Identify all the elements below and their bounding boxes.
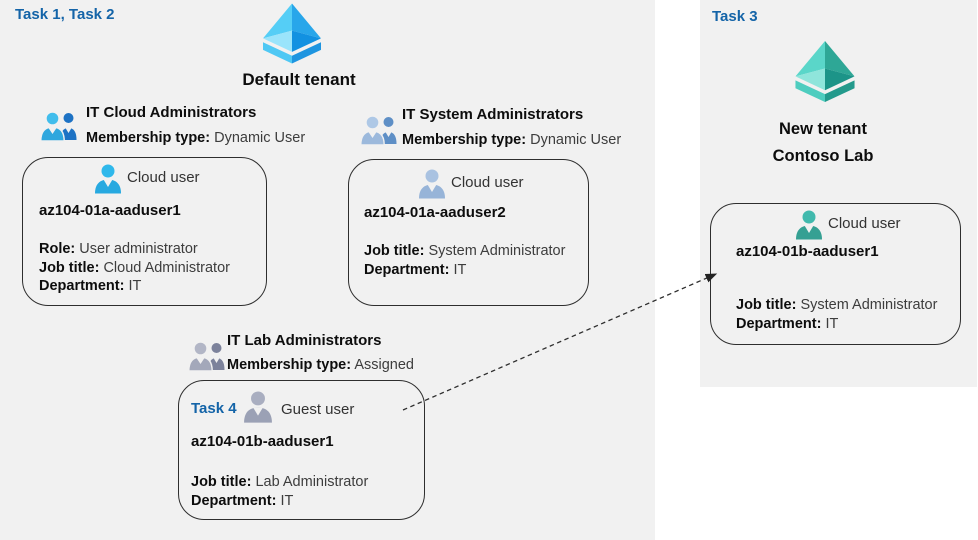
card-new-tenant-user: Cloud user az104-01b-aaduser1 Job title:…	[710, 203, 961, 345]
cloud-user-icon	[94, 163, 122, 194]
user-name: az104-01b-aaduser1	[191, 433, 334, 450]
azure-tenant-icon	[263, 3, 321, 64]
group-system-title: IT System Administrators	[402, 106, 584, 123]
user-type-label: Cloud user	[127, 169, 200, 186]
user-field-department: Department: IT	[191, 492, 294, 509]
user-name: az104-01a-aaduser2	[364, 204, 506, 221]
cloud-user-icon	[795, 209, 823, 240]
user-type-label: Cloud user	[451, 174, 524, 191]
user-name: az104-01b-aaduser1	[736, 243, 879, 260]
group-cloud-title: IT Cloud Administrators	[86, 104, 257, 121]
task-3-label: Task 3	[712, 8, 758, 25]
task-1-2-label: Task 1, Task 2	[15, 6, 115, 23]
group-lab-title: IT Lab Administrators	[227, 332, 382, 349]
membership-label: Membership type:	[402, 132, 527, 148]
user-type-label: Guest user	[281, 401, 355, 418]
user-type-label: Cloud user	[828, 215, 901, 232]
new-tenant-title-line1: New tenant	[778, 120, 867, 138]
user-name: az104-01a-aaduser1	[39, 202, 181, 219]
user-field-job-title: Job title: System Administrator	[364, 243, 566, 259]
membership-label: Membership type:	[86, 130, 211, 146]
group-cloud-icon	[40, 110, 78, 142]
group-cloud-membership: Membership type: Dynamic User	[86, 130, 305, 146]
group-lab-icon	[188, 340, 226, 372]
membership-label: Membership type:	[227, 357, 352, 373]
new-tenant-title-line2: Contoso Lab	[772, 147, 874, 165]
user-field-job-title: Job title: System Administrator	[736, 297, 938, 313]
user-field-department: Department: IT	[39, 278, 142, 294]
cloud-user-icon	[418, 168, 446, 199]
membership-value: Dynamic User	[530, 132, 622, 148]
user-field-job-title: Job title: Lab Administrator	[191, 474, 369, 490]
user-field-department: Department: IT	[364, 261, 467, 278]
membership-value: Dynamic User	[214, 130, 306, 146]
user-field-department: Department: IT	[736, 315, 839, 332]
user-field-job-title: Job title: Cloud Administrator	[39, 259, 230, 276]
card-guest-user: Task 4 Guest user az104-01b-aaduser1 Job…	[178, 380, 425, 520]
group-system-membership: Membership type: Dynamic User	[402, 132, 621, 148]
membership-value: Assigned	[354, 357, 414, 373]
task-4-label: Task 4	[191, 400, 237, 417]
azure-tenant-icon-teal	[793, 41, 857, 102]
default-tenant-title: Default tenant	[242, 70, 356, 89]
user-field-role: Role: User administrator	[39, 241, 198, 257]
group-system-icon	[360, 114, 398, 146]
card-cloud-user-1: Cloud user az104-01a-aaduser1 Role: User…	[22, 157, 267, 306]
group-lab-membership: Membership type: Assigned	[227, 357, 414, 373]
card-cloud-user-2: Cloud user az104-01a-aaduser2 Job title:…	[348, 159, 589, 306]
default-tenant-panel	[0, 0, 655, 540]
guest-user-icon	[243, 390, 273, 423]
